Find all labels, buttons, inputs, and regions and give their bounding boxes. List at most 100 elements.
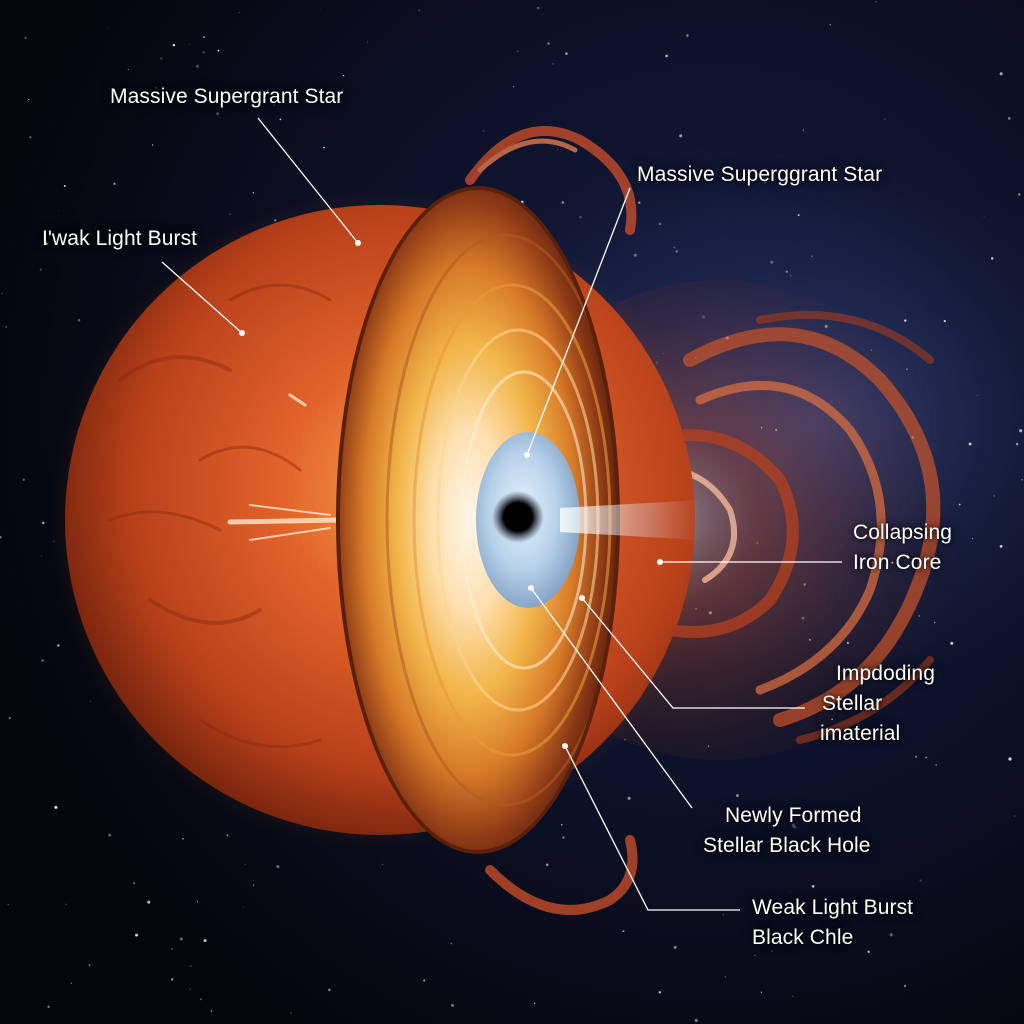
star-dot bbox=[867, 950, 870, 953]
star-dot bbox=[638, 201, 641, 204]
star-dot bbox=[170, 947, 173, 950]
star-dot bbox=[229, 213, 231, 216]
star-dot bbox=[133, 882, 136, 885]
star-dot bbox=[790, 891, 791, 893]
star-dot bbox=[658, 222, 662, 226]
star-dot bbox=[290, 1012, 292, 1014]
flare-streaks bbox=[227, 393, 343, 541]
star-dot bbox=[694, 1018, 698, 1023]
star-dot bbox=[904, 319, 907, 322]
star-dot bbox=[983, 215, 985, 217]
star-dot bbox=[27, 98, 30, 101]
star-dot bbox=[279, 118, 282, 121]
star-dot bbox=[673, 945, 677, 949]
star-dot bbox=[889, 933, 893, 937]
label-newly-formed-stellar-black-hole: Newly Formed Stellar Black Hole bbox=[703, 804, 871, 857]
label-imploding-stellar-material: Impdoding Stellar imaterial bbox=[820, 662, 935, 745]
star-dot bbox=[785, 270, 788, 273]
star-dot bbox=[244, 864, 246, 865]
star-dot bbox=[238, 12, 240, 13]
star-dot bbox=[135, 933, 138, 937]
star-dot bbox=[547, 42, 550, 45]
star-dot bbox=[151, 144, 154, 146]
star-dot bbox=[39, 268, 42, 271]
star-dot bbox=[565, 52, 568, 55]
label-weak-light-burst-bottom: Weak Light Burst Black Chle bbox=[752, 896, 914, 949]
leader-lines bbox=[161, 117, 842, 911]
star-dot bbox=[770, 260, 774, 264]
star-dot bbox=[226, 834, 229, 837]
star-dot bbox=[127, 68, 129, 70]
star-dot bbox=[172, 43, 176, 47]
star-dot bbox=[482, 129, 485, 132]
star-dot bbox=[423, 979, 426, 982]
star-dot bbox=[320, 9, 321, 11]
star-dot bbox=[560, 823, 563, 826]
star-dot bbox=[29, 136, 32, 139]
star-dot bbox=[203, 939, 207, 943]
star-dot bbox=[579, 215, 582, 219]
star-dot bbox=[1013, 815, 1016, 817]
star-dot bbox=[58, 210, 60, 211]
star-dot bbox=[665, 54, 668, 58]
star-dot bbox=[189, 964, 192, 968]
star-dot bbox=[990, 257, 994, 260]
star-dot bbox=[968, 442, 972, 446]
star-dot bbox=[242, 906, 244, 908]
star-dot bbox=[342, 74, 345, 77]
star-dot bbox=[1008, 757, 1012, 761]
star-dot bbox=[793, 825, 797, 829]
star-dot bbox=[65, 903, 67, 905]
star-dot bbox=[382, 863, 383, 865]
star-dot bbox=[170, 978, 174, 981]
star-dot bbox=[95, 226, 97, 228]
star-dot bbox=[722, 914, 724, 916]
star-dot bbox=[195, 64, 199, 68]
star-dot bbox=[993, 495, 995, 497]
star-dot bbox=[950, 641, 954, 645]
star-dot bbox=[40, 555, 42, 557]
star-dot bbox=[925, 756, 927, 759]
star-dot bbox=[724, 976, 726, 978]
star-dot bbox=[829, 24, 831, 26]
star-dot bbox=[113, 182, 116, 185]
star-surface-texture bbox=[108, 283, 332, 749]
star-dot bbox=[217, 49, 220, 52]
star-dot bbox=[627, 796, 631, 800]
star-dot bbox=[54, 805, 58, 809]
star-dot bbox=[811, 885, 815, 888]
star-dot bbox=[754, 954, 756, 956]
star-dot bbox=[791, 823, 795, 827]
star-dot bbox=[904, 985, 906, 987]
star-dot bbox=[47, 1005, 50, 1008]
star-dot bbox=[252, 192, 255, 194]
star-dot bbox=[1015, 442, 1019, 446]
star-dot bbox=[203, 36, 205, 39]
star-dot bbox=[418, 9, 420, 12]
star-dot bbox=[179, 937, 183, 941]
star-dot bbox=[545, 863, 549, 866]
star-dot bbox=[5, 326, 7, 328]
star-dot bbox=[675, 249, 679, 253]
star-dot bbox=[1019, 429, 1023, 433]
star-dot bbox=[41, 659, 44, 662]
star-dot bbox=[1018, 193, 1021, 196]
label-massive-supergiant-star-top-left: Massive Supergrant Star bbox=[110, 85, 344, 108]
star-dot bbox=[108, 27, 110, 29]
star-dot bbox=[686, 34, 689, 37]
label-weak-light-burst-left: I'wak Light Burst bbox=[42, 227, 198, 250]
label-collapsing-iron-core: Collapsing Iron Core bbox=[853, 521, 953, 574]
star-dot bbox=[77, 318, 81, 322]
star-dot bbox=[552, 63, 554, 65]
star-dot bbox=[115, 231, 117, 233]
star-dot bbox=[935, 764, 938, 766]
star-dot bbox=[89, 700, 91, 702]
star-dot bbox=[147, 900, 151, 904]
star-dot bbox=[844, 942, 846, 944]
black-hole bbox=[492, 491, 544, 543]
star-dot bbox=[168, 225, 170, 227]
star-dot bbox=[633, 253, 637, 257]
star-dot bbox=[771, 950, 773, 952]
star-dot bbox=[189, 44, 191, 45]
star-dot bbox=[915, 755, 918, 758]
